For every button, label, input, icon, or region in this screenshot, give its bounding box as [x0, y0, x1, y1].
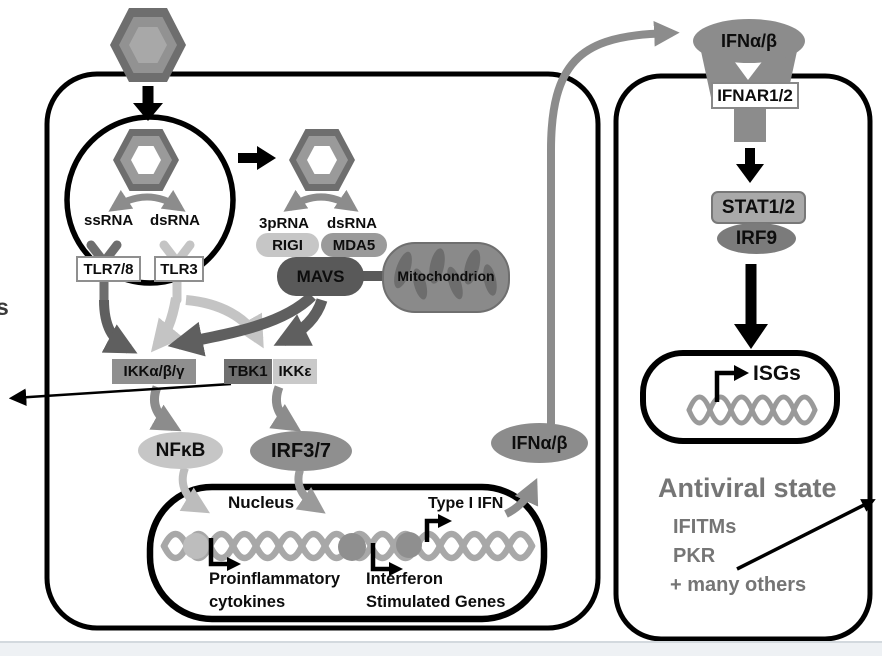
rna-release-arrow-cytosol	[283, 189, 359, 212]
type1ifn-export-arrow	[504, 478, 539, 518]
transcription-start-arrows	[208, 518, 438, 572]
edge-text-fragment: s	[0, 294, 9, 320]
ifnar-label-box: IFNAR1/2	[711, 82, 799, 109]
irf9-oval: IRF9	[717, 223, 796, 254]
ifnar-signal-arrow	[736, 148, 764, 183]
uncoating-arrow	[238, 146, 276, 170]
isg-dna-icon	[686, 394, 818, 426]
endosome-virus-capsid-icon	[113, 129, 179, 191]
secreted-ifn-arrow	[547, 21, 680, 424]
type1ifn-label: Type I IFN	[428, 495, 504, 512]
transcription-arrowhead	[438, 514, 452, 528]
antiviral-item-others: + many others	[670, 574, 807, 596]
tlr78-to-ikk-arrow	[99, 299, 138, 354]
antiviral-item-ifitms: IFITMs	[673, 516, 737, 538]
ifnab-ligand-oval: IFNα/β	[693, 19, 805, 63]
cytosol-virus-capsid-icon	[289, 129, 355, 191]
antiviral-state-title: Antiviral state	[658, 473, 837, 503]
cytokines-label: cytokines	[209, 593, 286, 611]
isg-transcription-arrow	[714, 365, 749, 402]
virus-entry-arrow	[133, 86, 163, 121]
interferon-label: Interferon	[366, 570, 444, 588]
rna-release-arrow-endosome	[108, 189, 186, 212]
tbk1-box: TBK1	[224, 359, 272, 384]
virus-icon	[110, 8, 186, 82]
tbk1-to-irf37-arrow	[269, 385, 302, 432]
transcription-factor-blob	[338, 533, 366, 561]
isgs-label: ISGs	[753, 362, 801, 385]
ikk-box: IKKα/β/γ	[112, 359, 196, 384]
transcription-arrowhead	[227, 557, 241, 571]
irf37-to-nucleus-arrow	[294, 468, 326, 514]
nfkb-to-nucleus-arrow	[178, 466, 210, 514]
mda5-pill: MDA5	[321, 233, 387, 257]
dsrna-endosome-label: dsRNA	[150, 212, 201, 229]
stimulated-genes-label: Stimulated Genes	[366, 593, 506, 611]
ifnab-secreted-oval: IFNα/β	[491, 423, 588, 463]
tlr3-to-ikk-arrow	[150, 297, 184, 353]
transcription-arrowhead	[389, 562, 403, 576]
infected-cell-membrane	[44, 71, 601, 631]
proinflammatory-label: Proinflammatory	[209, 570, 341, 588]
ikke-box: IKKε	[273, 359, 317, 384]
tlr78-label-box: TLR7/8	[76, 256, 141, 282]
ikk-to-nfkb-arrow	[149, 385, 182, 432]
right-callout-arrow	[736, 499, 876, 571]
tlr3-label-box: TLR3	[154, 256, 204, 282]
irf37-oval: IRF3/7	[250, 431, 352, 471]
stat12-pill: STAT1/2	[711, 191, 806, 224]
ssrna-label: ssRNA	[84, 212, 134, 229]
left-callout-arrow	[8, 382, 232, 406]
rigi-pill: RIGI	[256, 233, 319, 257]
transcription-factor-blob	[396, 532, 422, 558]
footer-strip	[0, 641, 882, 656]
irf9-to-isgs-arrow	[734, 264, 768, 349]
mavs-pill: MAVS	[277, 257, 364, 296]
mitochondrion-icon	[358, 242, 510, 313]
transcription-factor-blob	[183, 533, 209, 559]
mitochondrion-label: Mitochondrion	[397, 268, 495, 284]
mavs-to-ikk-arrow	[167, 291, 316, 357]
antiviral-item-pkr: PKR	[673, 545, 716, 567]
nfkb-oval: NFκB	[138, 432, 223, 469]
nucleus-label: Nucleus	[228, 493, 295, 512]
rna3p-label: 3pRNA	[259, 215, 310, 232]
dsrna-cytosol-label: dsRNA	[327, 215, 378, 232]
mavs-to-tbk1-arrow	[273, 298, 328, 346]
tlr3-to-tbk1-arrow	[185, 295, 264, 349]
